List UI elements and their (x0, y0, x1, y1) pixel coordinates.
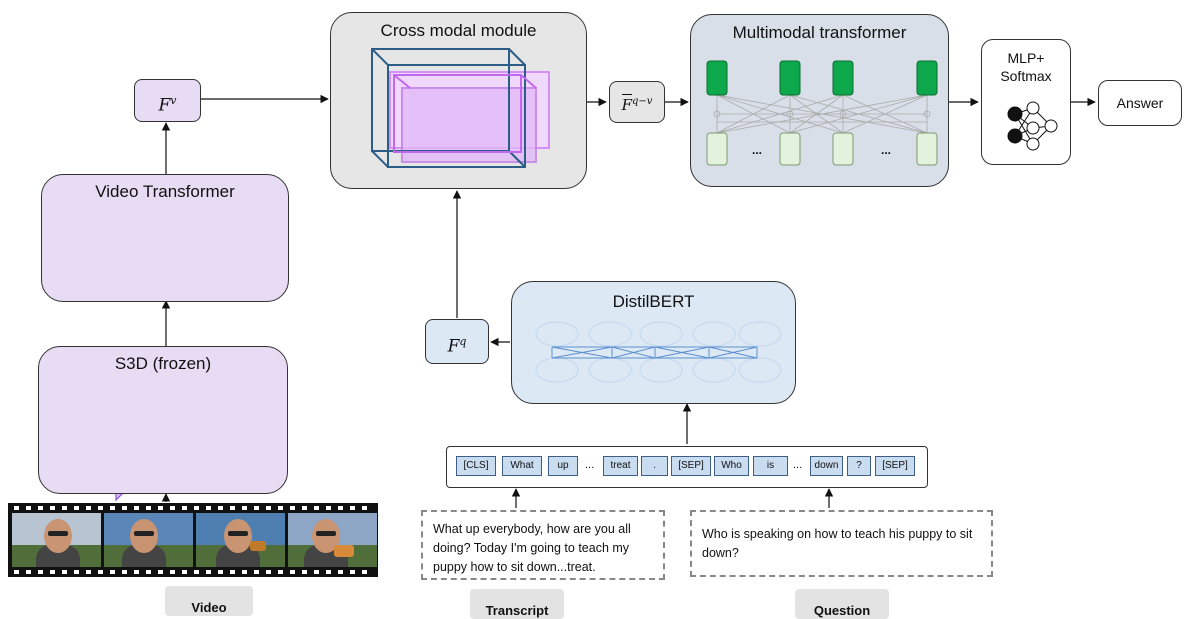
fqv-symbol: F (621, 94, 632, 114)
video-transformer-title: Video Transformer (95, 182, 235, 201)
token-is: is (753, 456, 788, 476)
s3d-title: S3D (frozen) (114, 354, 212, 373)
s3d-box: S3D (frozen) (38, 346, 288, 494)
video-frame-3 (196, 513, 285, 567)
question-text-box: Who is speaking on how to teach his pupp… (690, 510, 993, 577)
fv-symbol: F (158, 95, 171, 116)
video-frame-4 (288, 513, 377, 567)
token-what: What (502, 456, 542, 476)
fq-superscript: q (459, 335, 467, 348)
fqv-superscript: q−v (631, 96, 653, 107)
fv-superscript: v (170, 94, 177, 107)
token-down: down (810, 456, 843, 476)
token-up: up (548, 456, 578, 476)
question-label: Question (795, 589, 889, 619)
video-frame-2 (104, 513, 193, 567)
token-ellipsis-1: ... (585, 459, 595, 471)
video-label: Video (165, 586, 253, 616)
token-ellipsis-2: ... (793, 459, 803, 471)
transcript-text: What up everybody, how are you all doing… (433, 522, 631, 574)
distilbert-network (535, 321, 782, 383)
transcript-text-box: What up everybody, how are you all doing… (421, 510, 665, 580)
token-treat: treat (603, 456, 638, 476)
video-frame-1 (12, 513, 101, 567)
token-sep-2: [SEP] (875, 456, 915, 476)
transcript-label: Transcript (470, 589, 564, 619)
video-transformer-box: Video Transformer (41, 174, 289, 302)
answer-label: Answer (1116, 95, 1164, 111)
question-text: Who is speaking on how to teach his pupp… (702, 527, 973, 560)
fv-box: Fv (134, 79, 201, 122)
mlp-network-icon (1007, 101, 1058, 151)
token-who: Who (714, 456, 749, 476)
multimodal-network (706, 60, 938, 166)
token-cls: [CLS] (456, 456, 496, 476)
token-sep-1: [SEP] (671, 456, 711, 476)
fqv-box: Fq−v (609, 81, 665, 123)
cross-modal-cubes-icon (371, 48, 550, 168)
fq-symbol: F (447, 336, 460, 357)
token-question-mark: ? (847, 456, 871, 476)
token-period: . (641, 456, 668, 476)
answer-box: Answer (1098, 80, 1182, 126)
fq-box: Fq (425, 319, 489, 364)
